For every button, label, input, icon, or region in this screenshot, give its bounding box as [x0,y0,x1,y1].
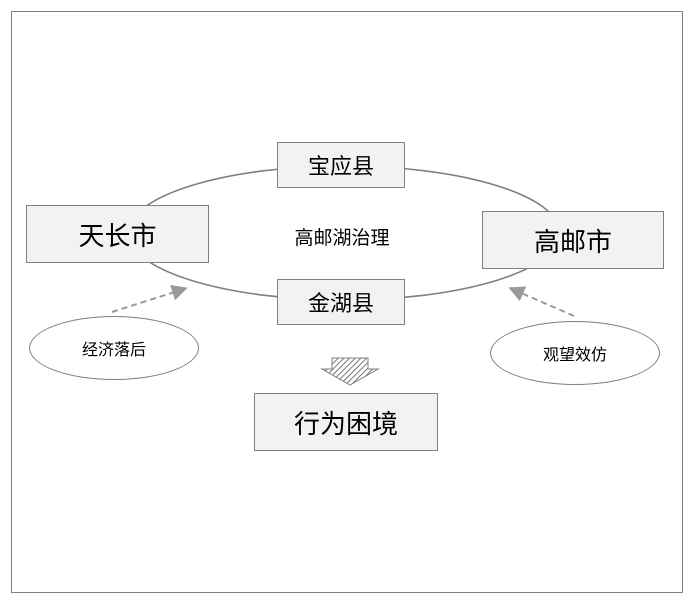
node-bottom: 金湖县 [277,279,405,325]
center-label: 高邮湖治理 [294,227,390,249]
down-hatched-arrow [320,357,380,386]
oval-right: 观望效仿 [490,321,660,385]
right-dashed-arrow [508,286,575,317]
node-result: 行为困境 [254,393,438,451]
node-left: 天长市 [26,205,209,263]
node-right: 高邮市 [482,211,664,269]
left-dashed-arrow [111,285,188,313]
node-top: 宝应县 [277,142,405,188]
diagram-frame [11,11,683,593]
oval-left: 经济落后 [29,316,199,380]
